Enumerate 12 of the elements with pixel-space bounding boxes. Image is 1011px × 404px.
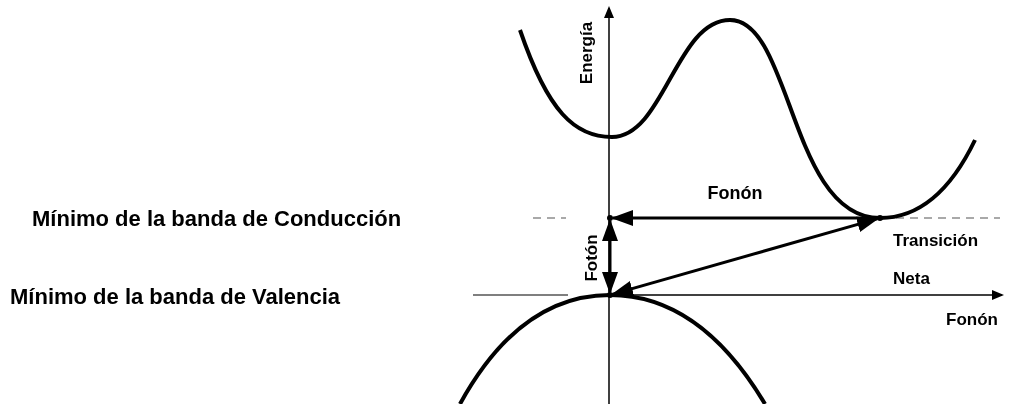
band-extremum-point — [607, 215, 613, 221]
edge-label: Fonón — [706, 182, 764, 205]
level-label: Mínimo de la banda de Valencia — [10, 283, 341, 311]
edge-label: Fotón — [581, 233, 602, 284]
arrow — [610, 216, 880, 297]
axis-label: Energía — [576, 20, 596, 87]
band-extremum-point — [877, 215, 883, 221]
arrow — [602, 219, 618, 294]
level-label: Mínimo de la banda de Conducción — [32, 205, 402, 233]
axis-label: Fonón — [946, 309, 998, 331]
edge-label: Transición Neta — [893, 230, 980, 290]
band-extremum-point — [607, 292, 613, 298]
